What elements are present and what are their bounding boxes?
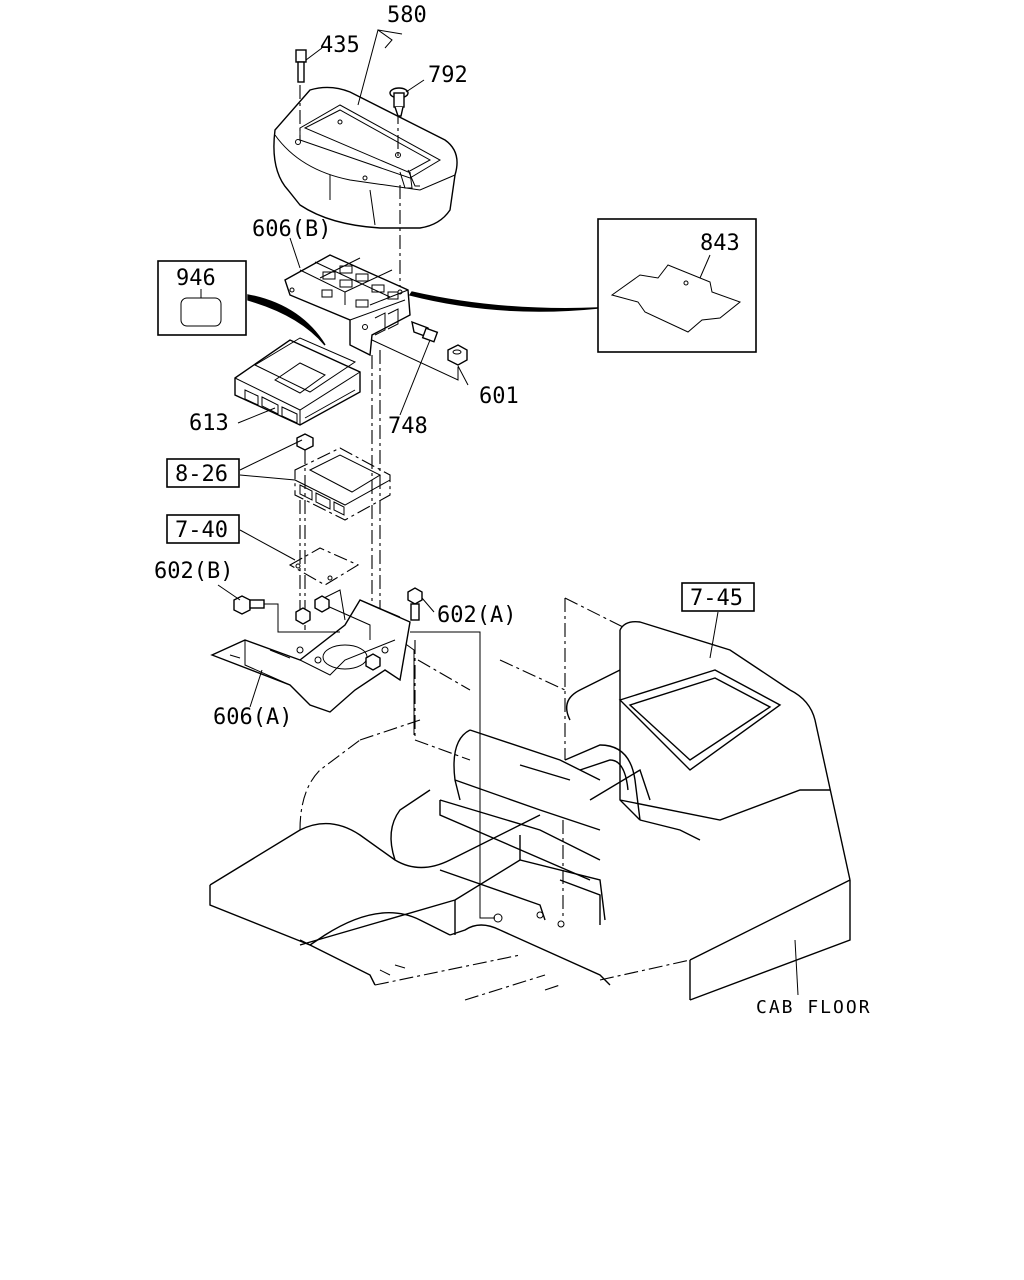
ref-box-740 — [166, 514, 240, 544]
bracket-606b — [284, 254, 411, 357]
bracket-606a — [210, 589, 411, 713]
nut-bracket — [295, 595, 381, 671]
label-cab-floor: CAB FLOOR — [756, 997, 872, 1018]
leader-lines — [217, 29, 799, 996]
label-745: 7-45 — [690, 586, 743, 611]
ecu-613 — [234, 337, 361, 426]
label-606b: 606(B) — [252, 217, 331, 242]
ref-box-826 — [166, 458, 240, 488]
bolt-602a — [407, 587, 423, 621]
label-601: 601 — [479, 384, 519, 409]
bracket-mount-line — [410, 631, 495, 919]
nut-826 — [296, 433, 314, 451]
label-946: 946 — [176, 266, 216, 291]
detail-box-843 — [597, 218, 757, 353]
pointer-946 — [247, 294, 326, 346]
cab-floor-drawing — [209, 597, 851, 1001]
label-602b: 602(B) — [154, 559, 233, 584]
label-843: 843 — [700, 231, 740, 256]
leader-line — [264, 603, 340, 633]
module-8-26 — [294, 447, 391, 521]
label-740: 7-40 — [175, 518, 228, 543]
label-602a: 602(A) — [437, 603, 516, 628]
plate-7-40 — [288, 547, 360, 586]
bolt-748 — [411, 320, 439, 343]
leader-line — [371, 339, 459, 381]
label-580: 580 — [387, 3, 427, 28]
label-606a: 606(A) — [213, 705, 292, 730]
label-613: 613 — [189, 411, 229, 436]
bolt-602b — [233, 595, 265, 615]
cover-580 — [273, 86, 458, 229]
nut-601 — [447, 344, 468, 366]
clip-792 — [389, 87, 409, 117]
label-748: 748 — [388, 414, 428, 439]
label-792: 792 — [428, 63, 468, 88]
pointer-843 — [408, 291, 599, 312]
ref-box-745 — [681, 582, 755, 612]
label-826: 8-26 — [175, 462, 228, 487]
bolt-435 — [295, 49, 307, 83]
label-435: 435 — [320, 33, 360, 58]
ref-box-946 — [157, 260, 247, 336]
